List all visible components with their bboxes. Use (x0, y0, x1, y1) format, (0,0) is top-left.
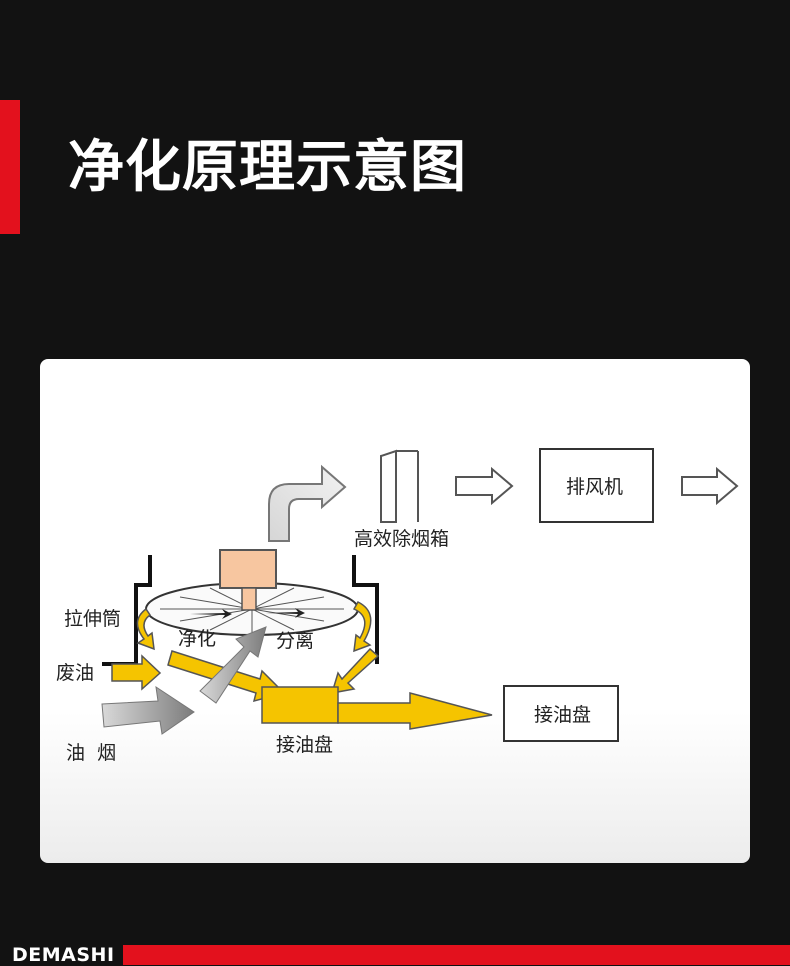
exhaust-up-arrow (268, 464, 347, 542)
waste-oil-arrow (111, 654, 162, 691)
housing-right-wall (352, 555, 379, 664)
oil-tray-box (503, 685, 619, 742)
label-oil-tray-inner: 接油盘 (276, 734, 333, 756)
hollow-arrow-to-fan (455, 466, 514, 506)
label-exhaust-fan: 排风机 (566, 476, 623, 498)
tray-out-arrow (337, 692, 493, 730)
label-hepa-box: 高效除烟箱 (354, 528, 449, 550)
right-down-arrow (330, 647, 380, 694)
exhaust-fan-box (539, 448, 654, 523)
label-oil-tray-box: 接油盘 (534, 704, 591, 726)
oil-smoke-arrow (101, 685, 195, 735)
diagram-card: 拉伸筒 废油 油 烟 净化 分离 接油盘 接油盘 高效除烟箱 排风机 (40, 359, 750, 863)
page-title: 净化原理示意图 (68, 135, 467, 200)
inner-oil-tray (261, 686, 339, 724)
label-waste-oil: 废油 (56, 662, 94, 684)
motor-block (219, 549, 277, 589)
purification-diagram: 拉伸筒 废油 油 烟 净化 分离 接油盘 接油盘 高效除烟箱 排风机 (56, 448, 739, 764)
left-curve-arrow (136, 607, 155, 651)
right-curve-arrow (352, 601, 372, 653)
footer-red-bar (0, 945, 790, 965)
smoke-rising-arrow (199, 626, 267, 704)
label-separate: 分离 (276, 630, 314, 652)
label-purify: 净化 (178, 628, 216, 650)
hepa-box (380, 449, 419, 523)
footer-brand: DEMASHI (0, 945, 123, 965)
label-oil-smoke: 油 烟 (66, 742, 116, 764)
motor-shaft (241, 587, 257, 611)
label-stretch-tube: 拉伸筒 (64, 608, 121, 630)
accent-bar (0, 100, 20, 234)
hollow-arrow-out (681, 466, 739, 506)
